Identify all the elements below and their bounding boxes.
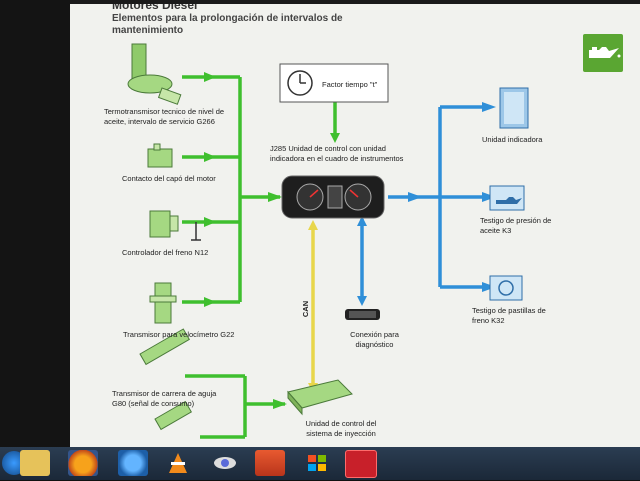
windows-logo-icon[interactable]: [302, 450, 332, 476]
wiring-diagram: [127, 43, 529, 439]
speedometer-sensor-icon: [149, 282, 177, 324]
display-unit-label: Unidad indicadora: [482, 135, 543, 144]
brake-controller-icon: [149, 210, 201, 241]
monitor-bezel-left: [0, 0, 70, 448]
eye-app-icon[interactable]: [210, 450, 240, 476]
factor-time-label: Factor tiempo "t": [322, 80, 378, 89]
needle-lift-sensor-label: Transmisor de carrera de aguja G80 (seña…: [112, 389, 217, 408]
brake-pad-lamp-label: Testigo de pastillas de freno K32: [472, 306, 546, 325]
clock-icon: [279, 63, 389, 103]
taskbar: [0, 447, 640, 480]
diagnostic-connector-icon: [345, 309, 380, 320]
oil-pressure-lamp-icon: [489, 185, 525, 211]
injection-control-unit-icon: [287, 379, 353, 416]
vlc-icon[interactable]: [163, 450, 193, 476]
can-label: CAN: [301, 300, 311, 318]
oil-level-sensor-icon: [127, 43, 182, 105]
firefox-icon[interactable]: [68, 450, 98, 476]
page-title: Motores Diesel: [112, 4, 198, 12]
needle-lift-sensor-icon: [139, 328, 192, 431]
injection-unit-label: Unidad de control del sistema de inyecci…: [305, 419, 377, 438]
monitor-bezel-top: [70, 0, 640, 6]
speedometer-sensor-label: Transmisor para velocímetro G22: [123, 330, 235, 339]
oil-pressure-lamp-label: Testigo de presión de aceite K3: [480, 216, 552, 235]
internet-explorer-icon[interactable]: [118, 450, 148, 476]
hood-contact-label: Contacto del capó del motor: [122, 174, 216, 183]
control-unit-label: J285 Unidad de control con unidad indica…: [270, 144, 404, 163]
acrobat-icon[interactable]: [345, 450, 377, 478]
diagnostic-connection-label: Conexión para diagnóstico: [350, 330, 399, 349]
media-player-icon[interactable]: [255, 450, 285, 476]
document-view: Motores Diesel Elementos para la prolong…: [70, 4, 640, 447]
page-subtitle: Elementos para la prolongación de interv…: [112, 13, 343, 36]
display-unit-icon: [499, 87, 529, 129]
file-explorer-icon[interactable]: [20, 450, 50, 476]
oil-can-icon: [583, 34, 623, 72]
oil-level-sensor-label: Termotransmisor tecnico de nivel de acei…: [104, 107, 225, 126]
brake-pad-lamp-icon: [489, 275, 523, 301]
brake-controller-label: Controlador del freno N12: [122, 248, 209, 257]
hood-contact-icon: [147, 143, 173, 168]
instrument-cluster-icon: [281, 175, 385, 219]
